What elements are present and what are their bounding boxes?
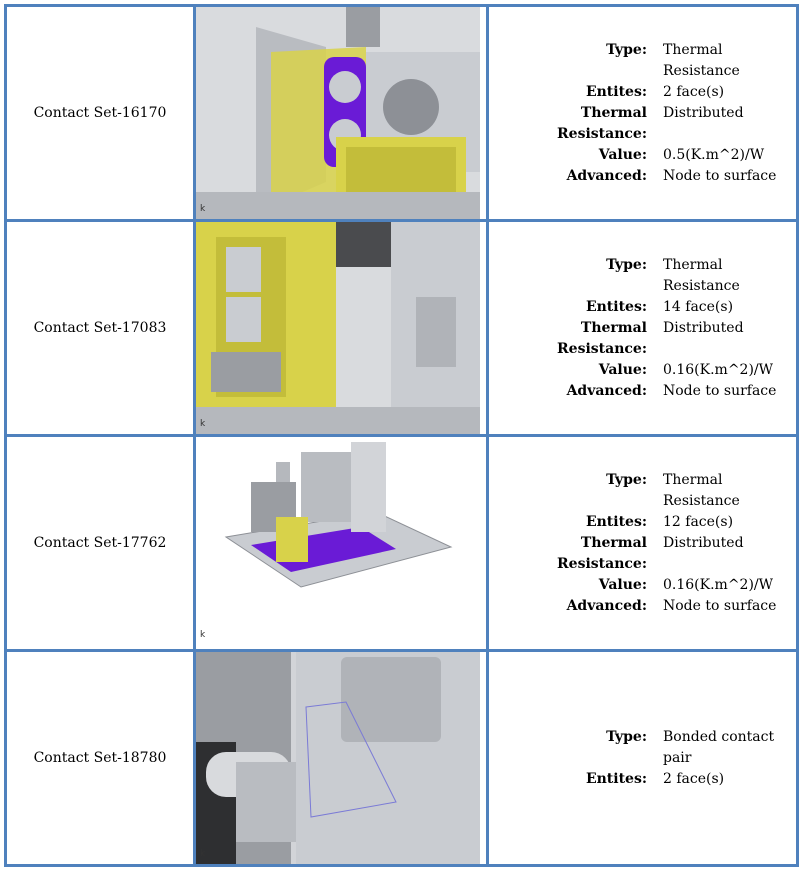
property-value: Node to surface [663,597,777,614]
property-list: Type: Bonded contact pair Entites: 2 face(… [489,727,796,790]
property-key: Advanced: [566,597,647,614]
contact-set-name: Contact Set-17762 [4,434,196,652]
property-value: 2 face(s) [663,770,725,787]
property-key: Type: [606,256,647,273]
property-key: Value: [598,576,647,593]
property-value: Distributed [663,104,744,121]
property-row: Thermal Resistance: Distributed [489,318,796,360]
property-value: 0.16(K.m^2)/W [663,576,774,593]
property-key: Value: [598,146,647,163]
property-value: 0.5(K.m^2)/W [663,146,765,163]
svg-text:k: k [200,204,206,214]
contact-set-row: Contact Set-18780 k Type: Bonded contact … [4,649,799,867]
property-row: Thermal Resistance: Distributed [489,103,796,145]
property-value: Distributed [663,534,744,551]
property-value: Distributed [663,319,744,336]
property-row: Advanced: Node to surface [489,166,796,187]
property-key: Type: [606,471,647,488]
property-row: Type: Thermal Resistance [489,40,796,82]
property-key: Advanced: [566,382,647,399]
property-key: Advanced: [566,167,647,184]
property-row: Value: 0.16(K.m^2)/W [489,575,796,596]
contact-set-properties: Type: Thermal Resistance Entites: 14 face(… [486,219,799,437]
property-row: Value: 0.16(K.m^2)/W [489,360,796,381]
property-value: Node to surface [663,167,777,184]
contact-set-name: Contact Set-16170 [4,4,196,222]
property-key: Type: [606,41,647,58]
contact-set-row: Contact Set-17762 k Type: Thermal Resista… [4,434,799,652]
property-row: Entites: 12 face(s) [489,512,796,533]
cad-model-image: k [196,222,480,434]
property-key: Thermal Resistance: [557,319,647,357]
property-key: Entites: [585,770,647,787]
cad-model-image: k [196,437,480,649]
property-row: Entites: 2 face(s) [489,769,796,790]
property-list: Type: Thermal Resistance Entites: 14 face(… [489,255,796,402]
contact-set-properties: Type: Thermal Resistance Entites: 2 face(s… [486,4,799,222]
property-value: Node to surface [663,382,777,399]
property-key: Type: [606,728,647,745]
contact-set-image-cell: k [193,4,489,222]
property-list: Type: Thermal Resistance Entites: 12 face(… [489,470,796,617]
contact-set-image-cell: k [193,649,489,867]
contact-sets-table: Contact Set-16170 k [4,4,799,867]
contact-set-name: Contact Set-17083 [4,219,196,437]
svg-text:k: k [200,419,206,429]
property-row: Advanced: Node to surface [489,381,796,402]
property-value: 0.16(K.m^2)/W [663,361,774,378]
property-row: Value: 0.5(K.m^2)/W [489,145,796,166]
property-key: Thermal Resistance: [557,104,647,142]
property-value: Thermal Resistance [663,256,740,294]
contact-set-properties: Type: Bonded contact pair Entites: 2 face(… [486,649,799,867]
property-row: Type: Thermal Resistance [489,470,796,512]
svg-text:k: k [200,849,206,859]
cad-model-image: k [196,652,480,864]
property-value: 2 face(s) [663,83,725,100]
property-row: Entites: 2 face(s) [489,82,796,103]
property-key: Thermal Resistance: [557,534,647,572]
property-value: Thermal Resistance [663,41,740,79]
property-row: Thermal Resistance: Distributed [489,533,796,575]
property-row: Advanced: Node to surface [489,596,796,617]
property-key: Value: [598,361,647,378]
property-key: Entites: [585,298,647,315]
contact-set-name: Contact Set-18780 [4,649,196,867]
contact-set-image-cell: k [193,434,489,652]
svg-text:k: k [200,630,206,640]
contact-set-row: Contact Set-16170 k [4,4,799,222]
contact-set-row: Contact Set-17083 k Ty [4,219,799,437]
property-list: Type: Thermal Resistance Entites: 2 face(s… [489,40,796,187]
property-key: Entites: [585,83,647,100]
contact-set-properties: Type: Thermal Resistance Entites: 12 face(… [486,434,799,652]
property-key: Entites: [585,513,647,530]
contact-set-image-cell: k [193,219,489,437]
property-value: Bonded contact pair [663,728,775,766]
property-row: Type: Bonded contact pair [489,727,796,769]
property-row: Entites: 14 face(s) [489,297,796,318]
property-value: 12 face(s) [663,513,734,530]
cad-model-image: k [196,7,480,219]
property-row: Type: Thermal Resistance [489,255,796,297]
property-value: 14 face(s) [663,298,734,315]
property-value: Thermal Resistance [663,471,740,509]
